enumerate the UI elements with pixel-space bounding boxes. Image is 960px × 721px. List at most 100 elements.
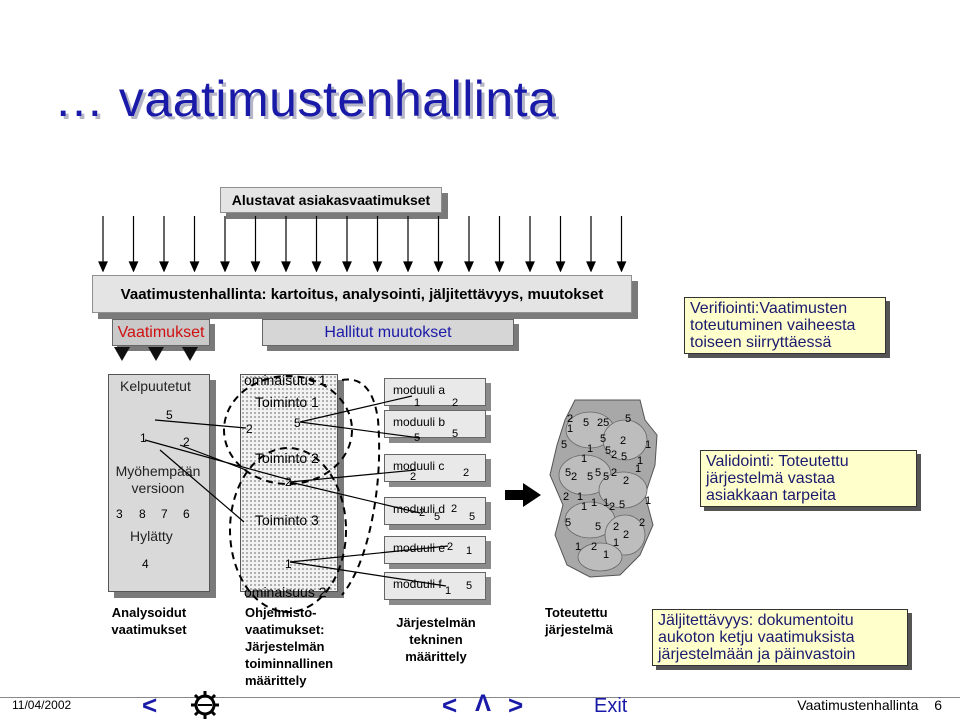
module-num: 5	[434, 511, 441, 523]
module-b: moduuli b	[384, 410, 486, 438]
incoming-arrow-head	[281, 261, 291, 272]
managed-changes-bar: Hallitut muutokset	[262, 319, 514, 346]
incoming-arrow-head	[372, 261, 383, 272]
cluster-num: 2	[623, 475, 630, 487]
cluster-num: 5	[600, 433, 607, 445]
module-d: moduuli d	[384, 497, 486, 525]
cluster-num: 1	[581, 453, 588, 465]
requirements-triangles	[114, 347, 198, 361]
feature-1-label: ominaisuus 1	[244, 372, 327, 388]
incoming-arrow-head	[586, 261, 596, 272]
function-1-label: Toiminto 1	[255, 394, 319, 410]
caption-analyzed: Analysoidut vaatimukset	[111, 605, 187, 637]
cluster-num: 5	[565, 517, 572, 529]
caption-implemented: Toteutettu järjestelmä	[545, 605, 613, 637]
incoming-arrow-head	[159, 261, 169, 272]
cluster-num: 1	[591, 497, 598, 509]
footer-label: Vaatimustenhallinta 6	[797, 697, 942, 713]
cluster-num: 2	[611, 467, 618, 479]
module-num: 2	[451, 503, 458, 515]
module-num: 1	[414, 397, 421, 409]
req-num: 5	[166, 408, 173, 422]
cluster-num: 5	[583, 417, 590, 429]
req-num: 3	[116, 507, 123, 521]
cluster-num: 2	[613, 521, 620, 533]
cluster-num: 5	[561, 439, 568, 451]
requirements-bar: Vaatimukset	[112, 319, 210, 346]
home-gear-icon[interactable]	[188, 690, 222, 720]
initial-requirements-banner: Alustavat asiakasvaatimukset	[220, 187, 442, 213]
function-column	[240, 374, 338, 592]
cluster-num: 2	[620, 435, 627, 447]
caption-software-requirements: Ohjelmisto- vaatimukset: Järjestelmän to…	[245, 605, 334, 688]
incoming-arrow-head	[494, 261, 505, 272]
module-num: 2	[410, 471, 417, 483]
nav-up-button[interactable]: Λ	[475, 690, 492, 717]
cluster-num: 1	[637, 455, 644, 467]
module-num: 1	[445, 585, 452, 597]
feature-2-label: ominaisuus 2	[244, 584, 327, 600]
func-num: 5	[294, 416, 301, 430]
module-num: 5	[452, 428, 459, 440]
validation-callout: Validointi: Toteutettu järjestelmä vasta…	[700, 450, 917, 507]
implemented-system-cluster	[549, 399, 658, 578]
cluster-num: 1	[577, 491, 584, 503]
cluster-num: 1	[603, 497, 610, 509]
incoming-arrow-head	[555, 261, 566, 272]
footer-date: 11/04/2002	[12, 698, 72, 712]
cluster-num: 1	[635, 463, 642, 475]
traceability-callout: Jäljitettävyys: dokumentoitu aukoton ket…	[652, 609, 908, 666]
cluster-num: 25	[597, 417, 610, 429]
incoming-arrow-head	[220, 261, 230, 272]
incoming-arrow-head	[464, 261, 474, 272]
incoming-arrow-head	[128, 261, 139, 272]
module-f: moduuli f	[384, 572, 486, 600]
nav-next-button[interactable]: >	[508, 690, 524, 720]
module-a: moduuli a	[384, 378, 486, 406]
cluster-num: 2	[591, 541, 598, 553]
requirements-column	[108, 374, 210, 592]
cluster-num: 5	[595, 467, 602, 479]
cluster-num: 2	[567, 413, 574, 425]
page-title: … vaatimustenhallinta	[54, 71, 557, 127]
function-3-label: Toiminto 3	[255, 512, 319, 528]
cluster-num: 2	[611, 449, 618, 461]
cluster-num: 2	[563, 491, 570, 503]
module-num: 2	[447, 541, 454, 553]
func-num: 2	[246, 422, 253, 436]
cluster-num: 1	[613, 537, 620, 549]
nav-back-button[interactable]: <	[442, 690, 458, 720]
cluster-num: 1	[575, 541, 582, 553]
caption-system-spec: Järjestelmän tekninen määrittely	[396, 615, 476, 664]
cluster-num: 2	[623, 529, 630, 541]
footer-bar	[0, 697, 960, 720]
incoming-arrow-head	[403, 261, 413, 272]
incoming-arrow-head	[616, 261, 627, 272]
cluster-numbers: 2 5 25 5 1 5 1 2 1 5 5 1 1 2 5 1 5 2 5 5…	[545, 395, 665, 595]
cluster-num: 2	[609, 501, 616, 513]
module-num: 2	[452, 397, 459, 409]
nav-prev-button[interactable]: <	[142, 690, 158, 720]
module-num: 2	[419, 507, 426, 519]
flow-arrow	[505, 483, 541, 507]
incoming-arrows	[98, 216, 627, 272]
incoming-arrow-head	[525, 261, 535, 272]
cluster-num: 5	[595, 521, 602, 533]
rejected-label: Hylätty	[130, 528, 173, 544]
function-2-label: Toiminto 2	[255, 450, 319, 466]
cluster-num: 5	[619, 499, 626, 511]
cluster-num: 5	[603, 471, 610, 483]
cluster-num: 1	[567, 423, 574, 435]
cluster-num: 5	[587, 471, 594, 483]
incoming-arrow-head	[342, 261, 352, 272]
cluster-num: 1	[645, 439, 652, 451]
cluster-num: 1	[587, 443, 594, 455]
incoming-arrow-head	[250, 261, 261, 272]
exit-button[interactable]: Exit	[594, 695, 628, 717]
req-num: 2	[183, 435, 190, 449]
incoming-arrow-head	[433, 261, 444, 272]
req-num: 7	[161, 507, 168, 521]
process-banner: Vaatimustenhallinta: kartoitus, analysoi…	[92, 275, 632, 313]
cluster-num: 2	[639, 517, 646, 529]
